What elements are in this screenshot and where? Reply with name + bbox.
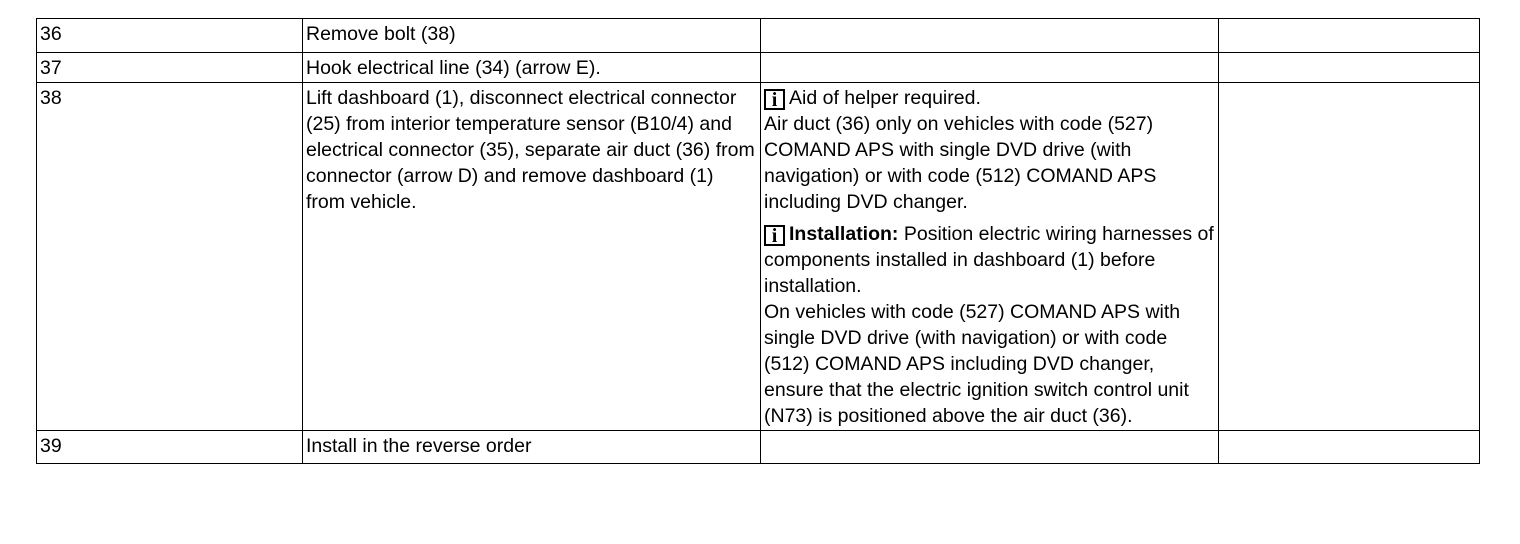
procedure-table: 36 Remove bolt (38) 37 Hook electrical l… — [36, 18, 1480, 464]
info-icon: i — [764, 225, 785, 246]
step-action-cell: Remove bolt (38) — [302, 18, 761, 53]
step-notes-cell — [760, 430, 1219, 464]
step-number-cell: 37 — [36, 52, 303, 83]
step-number-cell: 36 — [36, 18, 303, 53]
step-number-cell: 38 — [36, 82, 303, 431]
step-number-cell: 39 — [36, 430, 303, 464]
table-row: 39 Install in the reverse order — [36, 430, 1480, 464]
step-notes-cell — [760, 52, 1219, 83]
note-first-line: Aid of helper required. — [789, 87, 981, 109]
note-text: Air duct (36) only on vehicles with code… — [764, 113, 1157, 213]
note-text: On vehicles with code (527) COMAND APS w… — [764, 301, 1189, 427]
step-extra-cell — [1218, 18, 1480, 53]
info-icon: i — [764, 89, 785, 110]
note-first-line: Position electric wiring harnesses of co… — [764, 223, 1214, 297]
step-notes-cell — [760, 18, 1219, 53]
note-label: Installation: — [789, 223, 899, 245]
table-row: 38 Lift dashboard (1), disconnect electr… — [36, 82, 1480, 431]
step-action-cell: Lift dashboard (1), disconnect electrica… — [302, 82, 761, 431]
step-action-cell: Hook electrical line (34) (arrow E). — [302, 52, 761, 83]
table-row: 36 Remove bolt (38) — [36, 18, 1480, 53]
step-extra-cell — [1218, 52, 1480, 83]
table-row: 37 Hook electrical line (34) (arrow E). — [36, 52, 1480, 83]
step-extra-cell — [1218, 82, 1480, 431]
step-extra-cell — [1218, 430, 1480, 464]
step-action-cell: Install in the reverse order — [302, 430, 761, 464]
